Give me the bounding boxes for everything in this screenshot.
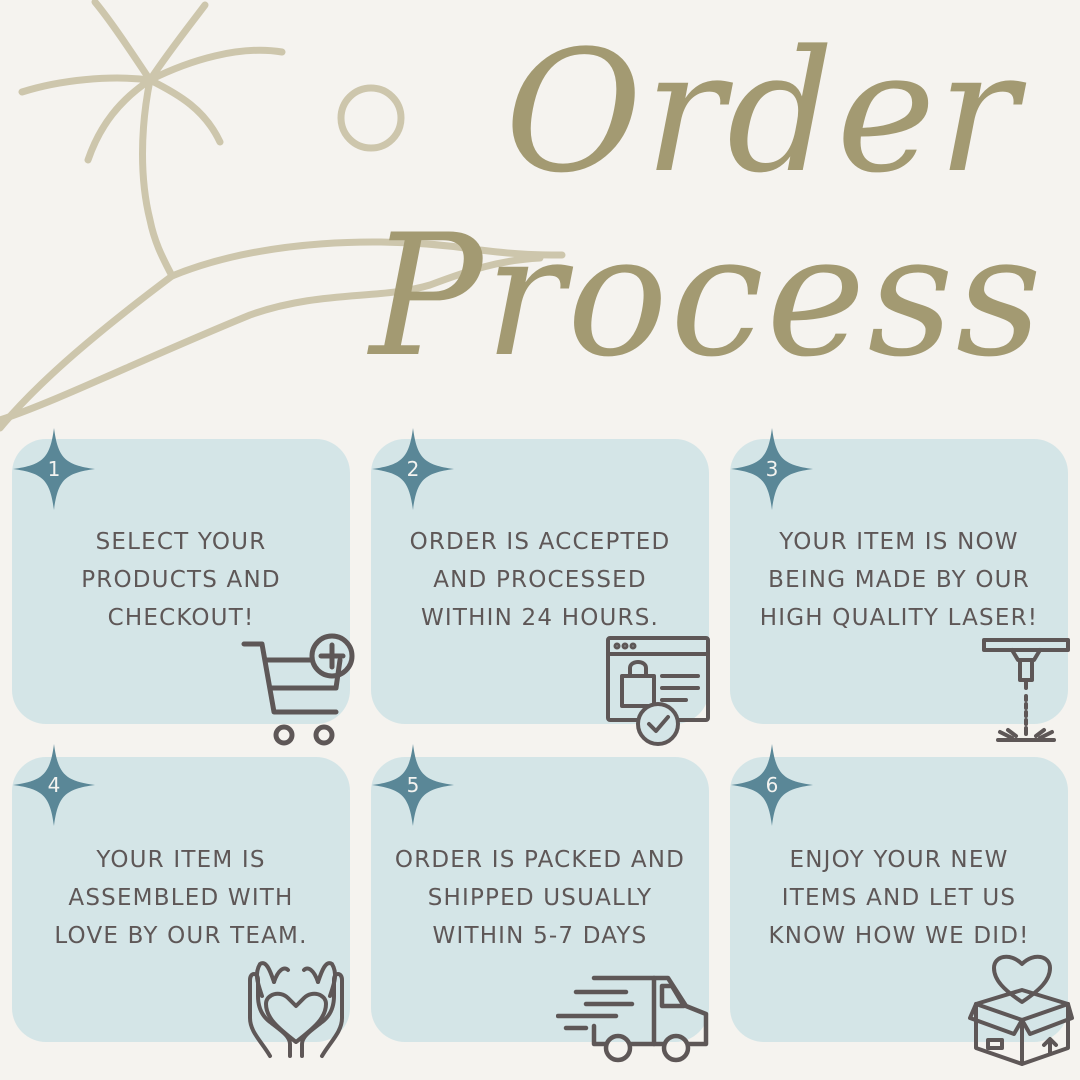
sparkle-star-icon (372, 744, 454, 826)
step-number: 6 (765, 773, 779, 797)
step-text: YOUR ITEM IS ASSEMBLED WITH LOVE BY OUR … (54, 847, 308, 949)
sparkle-star-icon (13, 744, 95, 826)
step-card-4: YOUR ITEM IS ASSEMBLED WITH LOVE BY OUR … (12, 757, 350, 1042)
step-card-3: YOUR ITEM IS NOW BEING MADE BY OUR HIGH … (730, 439, 1068, 724)
sparkle-star-icon (731, 744, 813, 826)
step-card-1: SELECT YOUR PRODUCTS AND CHECKOUT! (12, 439, 350, 724)
step-text: YOUR ITEM IS NOW BEING MADE BY OUR HIGH … (759, 529, 1039, 631)
palm-island-sketch-icon (0, 0, 566, 432)
cart-add-icon (241, 633, 355, 746)
step-number-star-5: 5 (372, 744, 454, 826)
step-number-star-1: 1 (13, 428, 95, 510)
hands-heart-icon (248, 961, 344, 1058)
step-text: ENJOY YOUR NEW ITEMS AND LET US KNOW HOW… (768, 847, 1030, 949)
step-number-star-6: 6 (731, 744, 813, 826)
sparkle-star-icon (13, 428, 95, 510)
delivery-van-icon (556, 975, 709, 1063)
step-number: 3 (765, 457, 779, 481)
web-order-check-icon (606, 636, 710, 746)
page-title-line1: Order (504, 14, 1020, 210)
step-number-star-2: 2 (372, 428, 454, 510)
step-number: 5 (406, 773, 420, 797)
step-number-star-4: 4 (13, 744, 95, 826)
step-text: ORDER IS ACCEPTED AND PROCESSED WITHIN 2… (409, 529, 671, 631)
sparkle-star-icon (372, 428, 454, 510)
heart-box-icon (968, 954, 1074, 1066)
page-title-line2: Process (369, 198, 1044, 394)
step-number-star-3: 3 (731, 428, 813, 510)
step-number: 1 (47, 457, 61, 481)
laser-icon (982, 638, 1070, 742)
step-number: 4 (47, 773, 61, 797)
step-text: SELECT YOUR PRODUCTS AND CHECKOUT! (81, 529, 281, 631)
step-text: ORDER IS PACKED AND SHIPPED USUALLY WITH… (394, 847, 686, 949)
step-number: 2 (406, 457, 420, 481)
sparkle-star-icon (731, 428, 813, 510)
